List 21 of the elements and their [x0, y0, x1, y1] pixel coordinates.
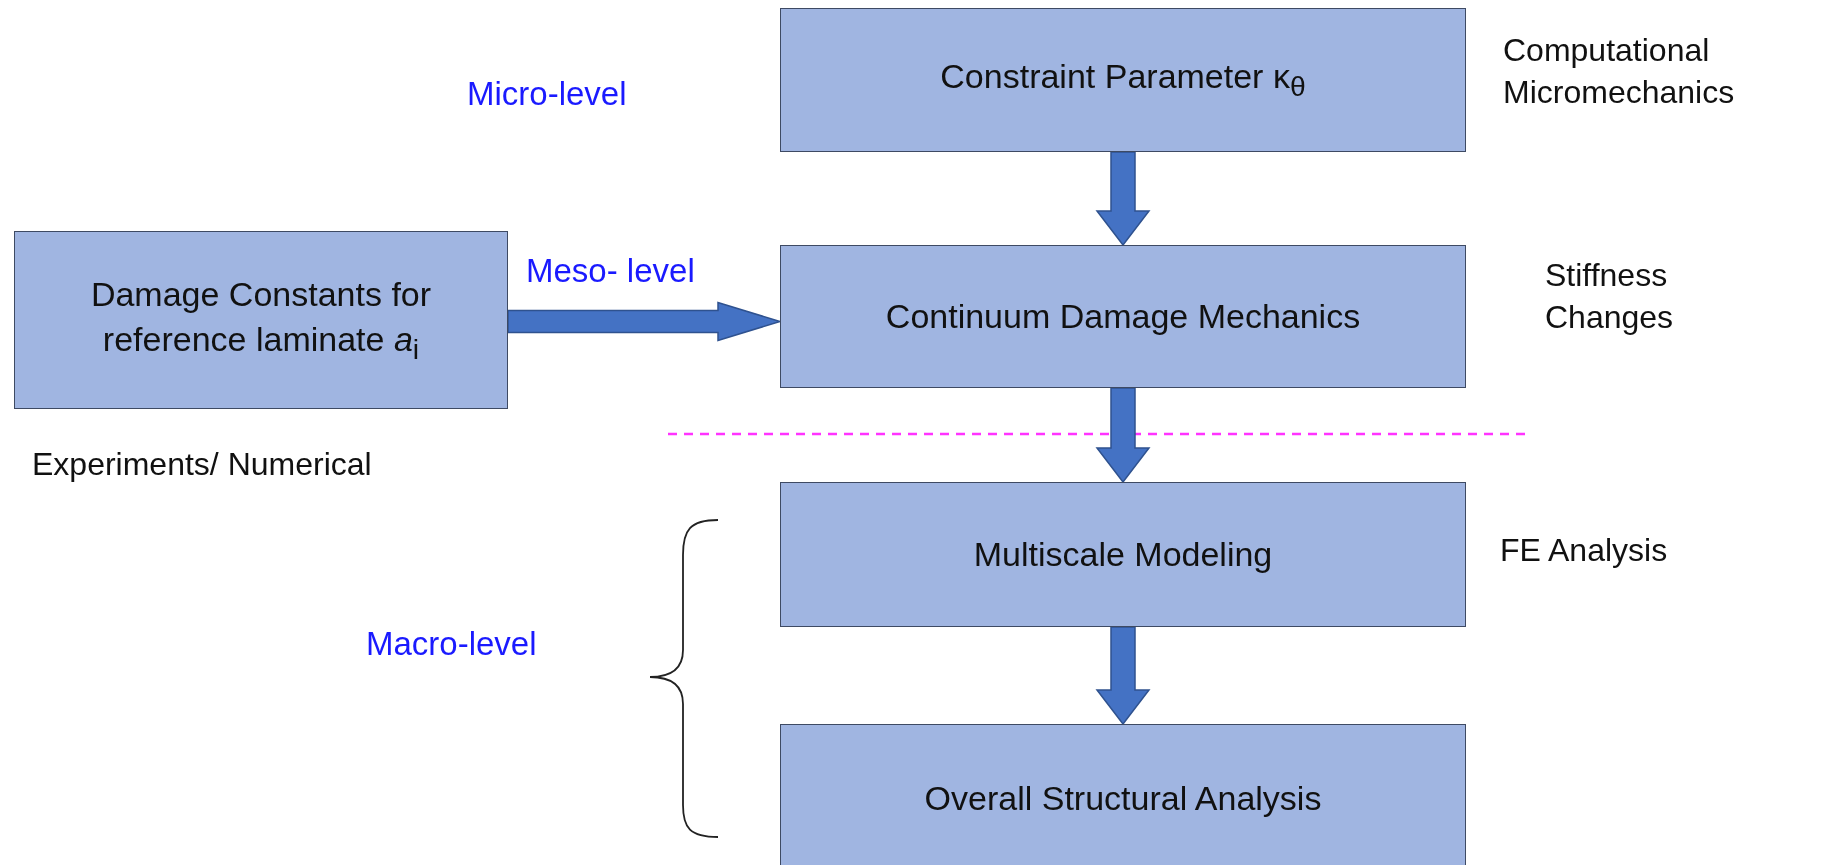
process-box: [780, 482, 1466, 627]
block-arrow: [1095, 387, 1151, 484]
level-label: Meso- level: [526, 252, 695, 290]
process-box: [780, 245, 1466, 388]
box-label: Continuum Damage Mechanics: [884, 295, 1362, 337]
box-label: Damage Constants for reference laminate a$_{i}$: [89, 273, 433, 368]
block-arrow: [1095, 626, 1151, 726]
box-label: Constraint Parameter κ$_{θ}$: [939, 56, 1307, 105]
process-box: [780, 8, 1466, 152]
process-box: [14, 231, 508, 409]
side-note: FE Analysis: [1500, 531, 1669, 570]
box-label: Multiscale Modeling: [972, 533, 1274, 575]
side-note: Experiments/ Numerical: [32, 445, 373, 484]
level-label: Macro-level: [366, 625, 537, 663]
block-arrow: [1095, 151, 1151, 247]
box-label: Overall Structural Analysis: [923, 778, 1323, 820]
side-note: Computational Micromechanics: [1503, 31, 1736, 112]
process-box: [780, 724, 1466, 865]
side-note: Stiffness Changes: [1545, 256, 1675, 337]
level-label: Micro-level: [467, 75, 627, 113]
block-arrow: [507, 301, 783, 342]
